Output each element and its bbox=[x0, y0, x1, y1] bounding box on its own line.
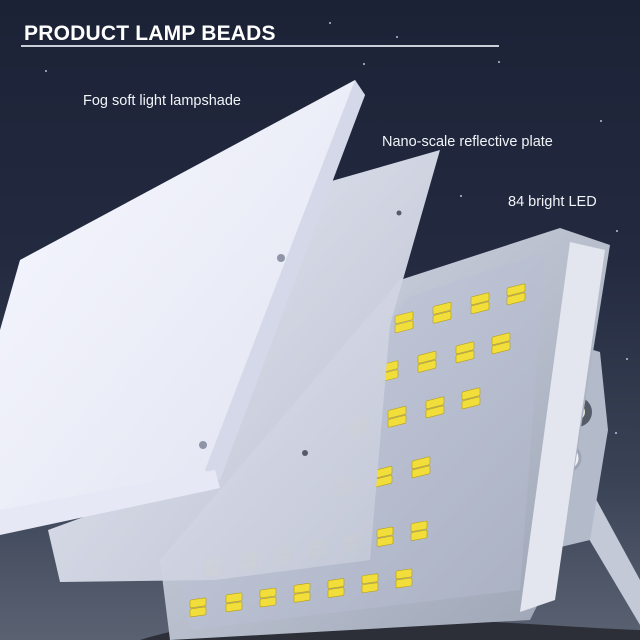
callout-lampshade: Fog soft light lampshade bbox=[83, 93, 241, 109]
star bbox=[396, 36, 398, 38]
star bbox=[363, 63, 365, 65]
star bbox=[616, 230, 618, 232]
star bbox=[498, 61, 500, 63]
star bbox=[45, 70, 47, 72]
star bbox=[600, 120, 602, 122]
fog-lampshade bbox=[0, 80, 365, 530]
callout-led-count: 84 bright LED bbox=[508, 194, 597, 210]
star bbox=[329, 22, 331, 24]
page-title: PRODUCT LAMP BEADS bbox=[24, 22, 276, 45]
star bbox=[615, 432, 617, 434]
star bbox=[626, 358, 628, 360]
title-underline bbox=[21, 45, 499, 47]
star bbox=[460, 195, 462, 197]
callout-reflective-plate: Nano-scale reflective plate bbox=[382, 134, 553, 150]
